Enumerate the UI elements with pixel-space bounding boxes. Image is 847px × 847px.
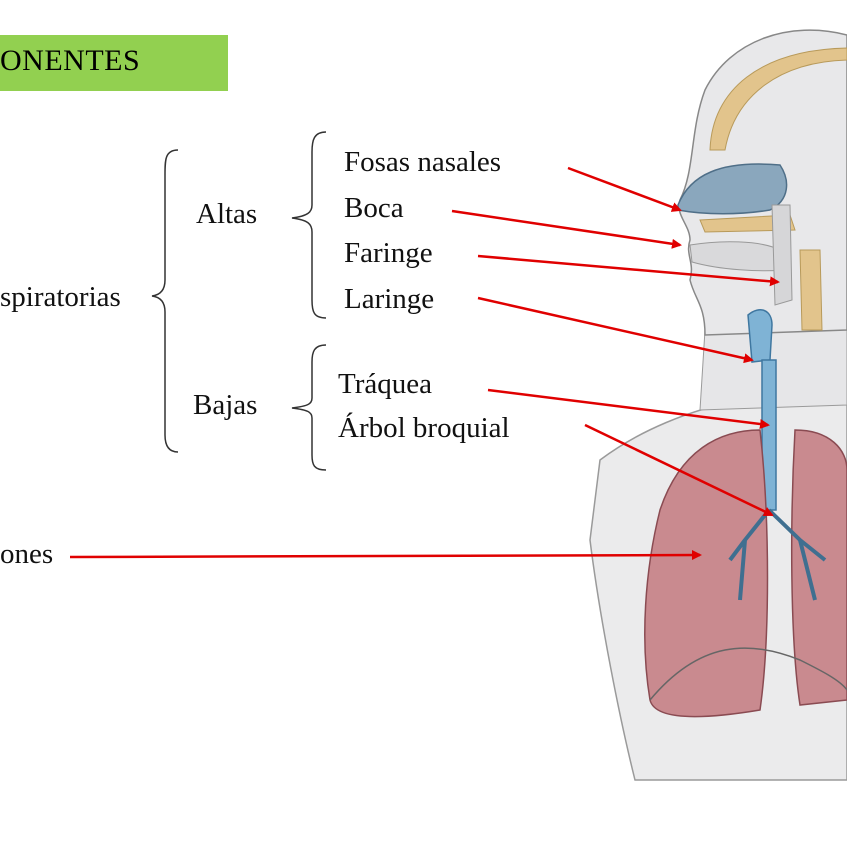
- upper-brace: [291, 131, 327, 319]
- arrow-traquea: [487, 388, 770, 429]
- label-faringe: Faringe: [344, 237, 433, 269]
- label-laringe: Laringe: [344, 283, 435, 315]
- arrow-pulmones: [69, 550, 702, 561]
- main-brace: [151, 149, 179, 453]
- title-banner: [0, 35, 228, 91]
- lower-brace: [291, 344, 327, 471]
- group-label-lower: Bajas: [193, 389, 258, 421]
- label-traquea: Tráquea: [338, 368, 432, 400]
- slide-title: ONENTES: [0, 44, 141, 77]
- label-arbol-bronquial: Árbol broquial: [338, 412, 510, 444]
- label-boca: Boca: [344, 192, 404, 224]
- label-fosas-nasales: Fosas nasales: [344, 146, 502, 178]
- arrow-faringe: [477, 254, 780, 287]
- arrow-boca: [451, 209, 682, 249]
- label-pulmones: ones: [0, 538, 54, 570]
- arrow-laringe: [477, 296, 754, 364]
- arrow-fosas-nasales: [567, 166, 682, 212]
- arrow-arbol-bronquial: [584, 423, 774, 517]
- group-label-upper: Altas: [196, 198, 258, 230]
- group-label-respiratory: spiratorias: [0, 281, 121, 313]
